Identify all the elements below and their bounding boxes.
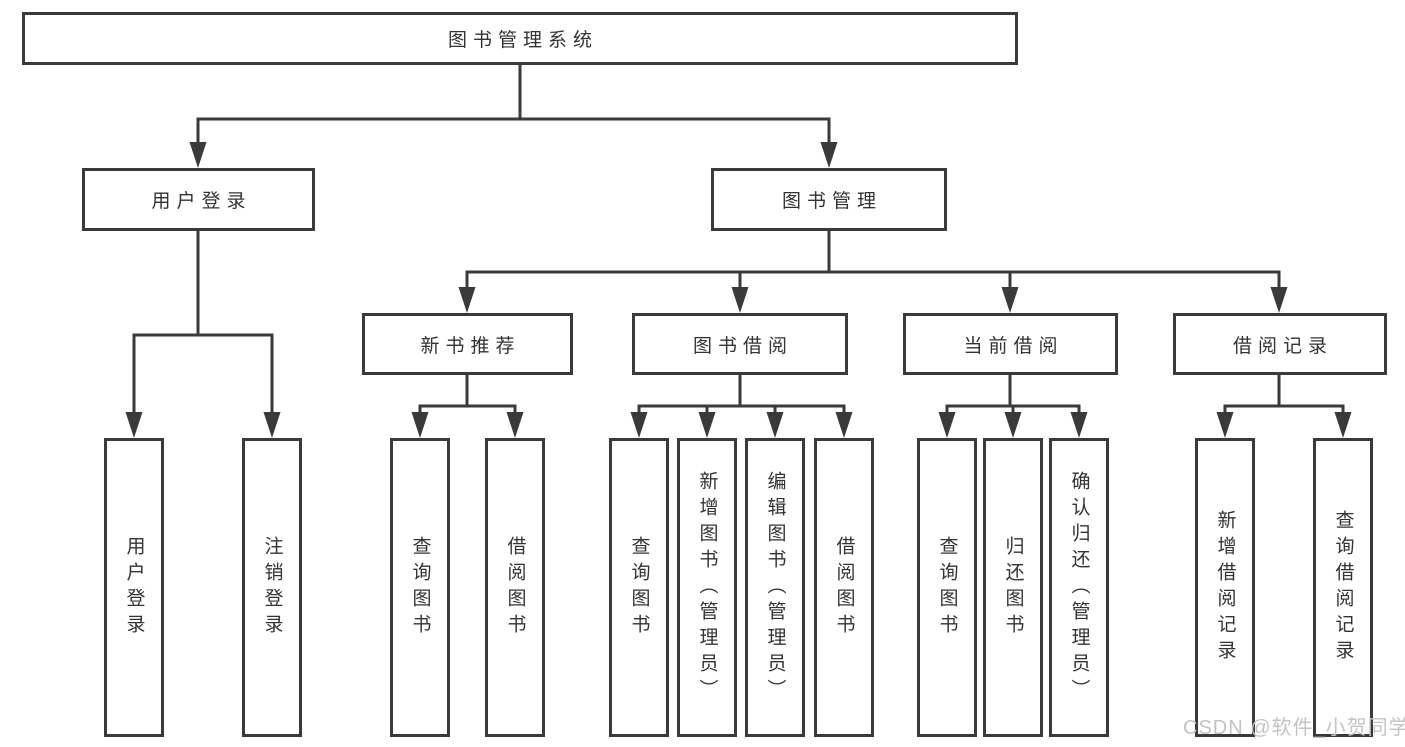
node-label: 当前借阅 [963, 335, 1064, 357]
leaf-add-borrow-record: 新增借阅记录 [1195, 438, 1255, 737]
leaf-query-books-borrow: 查询图书 [609, 438, 669, 737]
leaf-return-books: 归还图书 [983, 438, 1043, 737]
node-borrow-records: 借阅记录 [1173, 313, 1387, 375]
leaf-label: 查询图书 [936, 535, 958, 640]
leaf-label: 新增借阅记录 [1214, 509, 1236, 666]
node-current-borrow: 当前借阅 [903, 313, 1118, 375]
node-user-login: 用户登录 [82, 168, 315, 231]
leaf-edit-book-admin: 编辑图书（管理员） [745, 438, 805, 737]
connector-book-management-split [465, 231, 1281, 293]
leaf-label: 用户登录 [123, 535, 145, 640]
leaf-confirm-return-admin: 确认归还（管理员） [1049, 438, 1109, 737]
leaf-query-borrow-record: 查询借阅记录 [1313, 438, 1373, 737]
leaf-label: 确认归还（管理员） [1068, 470, 1090, 705]
arrowheads-level2 [189, 142, 838, 168]
node-label: 新书推荐 [420, 335, 521, 357]
node-root-system: 图书管理系统 [22, 12, 1018, 65]
connector-root-to-level2 [196, 65, 831, 148]
leaf-logout: 注销登录 [242, 438, 302, 737]
leaf-label: 借阅图书 [833, 535, 855, 640]
leaf-label: 查询图书 [628, 535, 650, 640]
node-book-management: 图书管理 [711, 168, 947, 231]
node-label: 用户登录 [151, 191, 252, 212]
leaf-label: 查询借阅记录 [1332, 509, 1354, 666]
node-label: 借阅记录 [1232, 335, 1333, 357]
leaf-query-books-current: 查询图书 [917, 438, 977, 737]
leaf-label: 新增图书（管理员） [696, 470, 718, 705]
leaf-label: 查询图书 [409, 535, 431, 640]
arrowheads-level3 [458, 287, 1288, 313]
leaf-query-books-recommend: 查询图书 [390, 438, 450, 737]
leaf-borrow-books: 借阅图书 [814, 438, 874, 737]
connector-user-login-split [132, 231, 274, 418]
leaf-user-login: 用户登录 [104, 438, 164, 737]
leaf-label: 编辑图书（管理员） [764, 470, 786, 705]
arrowheads-leaves [125, 412, 1352, 438]
node-new-book-recommend: 新书推荐 [362, 313, 573, 375]
csdn-watermark: CSDN @软件_小贺同学 [1183, 717, 1405, 739]
node-label: 图书管理系统 [447, 30, 598, 51]
node-book-borrow: 图书借阅 [632, 313, 848, 375]
node-label: 图书管理 [781, 191, 882, 212]
leaf-label: 注销登录 [261, 535, 283, 640]
connector-level3-splits [418, 374, 1345, 418]
leaf-label: 借阅图书 [504, 535, 526, 640]
node-label: 图书借阅 [692, 335, 793, 357]
leaf-add-book-admin: 新增图书（管理员） [677, 438, 737, 737]
leaf-label: 归还图书 [1002, 535, 1024, 640]
leaf-borrow-books-recommend: 借阅图书 [485, 438, 545, 737]
